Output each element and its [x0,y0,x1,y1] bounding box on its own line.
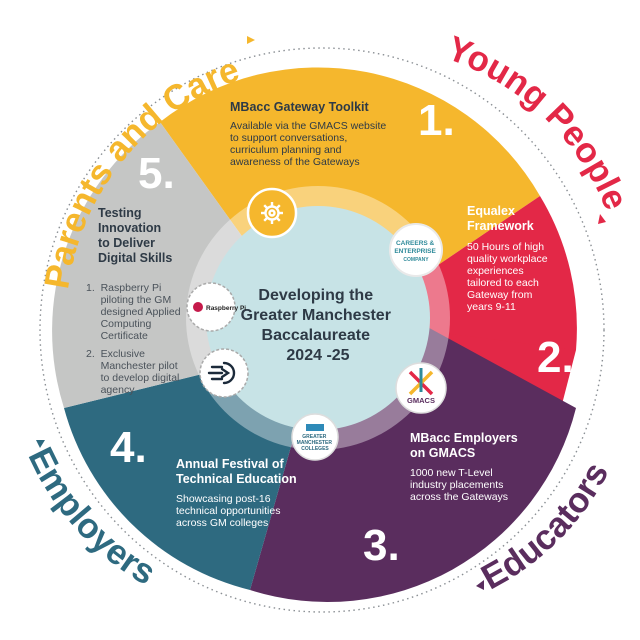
ring-marker-purple [476,580,484,590]
segment-red-title-line: Equalex [467,204,515,218]
segment-purple-title: MBacc Employers on GMACS [410,431,521,460]
segment-red-body-line: tailored to each [467,277,539,289]
segment-grey-body-line: to develop digital [86,372,179,384]
ring-marker-teal [36,440,45,448]
raspberry-pi-text: Raspberry Pi [206,305,246,312]
segment-grey-body-line: Certificate [86,330,148,342]
segment-teal-title-line: Annual Festival of [176,457,284,471]
careers-logo-text: CAREERS & ENTERPRISE COMPANY [394,240,437,263]
segment-purple-body-line: across the Gateways [410,491,508,503]
raspberry-icon [193,302,203,312]
gear-icon [261,202,283,224]
segment-grey-body-line: 2. Exclusive [86,348,145,360]
segment-purple-title-line: on GMACS [410,446,475,460]
segment-grey-body-line: Computing [86,318,152,330]
segment-red-body-line: quality workplace [467,253,548,265]
ring-marker-yellow [247,36,255,44]
colleges-logo-text: GREATER MANCHESTER COLLEGES [297,434,334,452]
center-title: Developing the Greater Manchester Baccal… [241,287,396,364]
careers-logo-line: ENTERPRISE [394,248,436,255]
segment-teal-title: Annual Festival of Technical Education [176,457,297,486]
segment-red-body-line: Gateway from [467,289,533,301]
segment-1-body-line: to support conversations, [230,132,347,144]
center-title-line-4: 2024 -25 [286,347,349,364]
gmacs-logo: GMACS [395,362,447,414]
segment-number-5: 5. [138,149,175,198]
segment-number-3: 3. [363,521,400,570]
segment-purple-body-line: industry placements [410,479,503,491]
outer-dotted-ring [39,47,605,613]
gm-colleges-logo: GREATER MANCHESTER COLLEGES [291,413,339,461]
segment-grey-body: 1. Raspberry Pi piloting the GM designed… [0,0,195,396]
segment-1-body: Available via the GMACS website to suppo… [230,120,389,168]
segment-red-body-line: experiences [467,265,524,277]
colleges-logo-line: GREATER [302,434,326,440]
center-disc [206,206,430,430]
gmacs-cross-icon [408,368,434,396]
segment-teal-title-line: Technical Education [176,472,297,486]
colleges-logo-line: MANCHESTER [297,440,333,446]
segment-grey-title-line: to Deliver [98,236,155,250]
colleges-mark-icon [306,424,324,431]
segment-grey-title-line: Testing [98,206,142,220]
digital-arrow-icon [207,361,236,385]
segment-grey-title: Testing Innovation to Deliver Digital Sk… [98,206,172,265]
careers-logo-line: CAREERS & [396,240,435,247]
center-title-line-3: Baccalaureate [262,327,371,344]
segment-teal-body-line: technical opportunities [176,505,280,517]
gear-badge [246,187,298,239]
colleges-logo-line: COLLEGES [301,446,329,452]
segment-number-2: 2. [537,333,574,382]
segment-1-body-line: Available via the GMACS website [230,120,386,132]
segment-teal-body-line: Showcasing post-16 [176,493,271,505]
segment-red-title: Equalex Framework [467,204,534,233]
segment-red-body: 50 Hours of high quality workplace exper… [467,241,550,313]
segment-grey-body-line: 1. Raspberry Pi [86,282,161,294]
center-title-line-2: Greater Manchester [241,307,391,324]
raspberry-pi-logo: Raspberry Pi [186,282,246,332]
segment-purple-title-line: MBacc Employers [410,431,518,445]
segment-1-body-line: awareness of the Gateways [230,156,360,168]
gmacs-logo-text: GMACS [407,396,435,405]
segment-grey-body-line: agency [86,384,135,396]
careers-logo-line: COMPANY [403,257,429,263]
segment-red-body-line: 50 Hours of high [467,241,544,253]
careers-enterprise-logo: CAREERS & ENTERPRISE COMPANY [389,223,443,277]
segment-grey-title-line: Innovation [98,221,161,235]
digital-arrow-badge [199,348,249,398]
segment-grey-body-line: designed Applied [86,306,181,318]
segment-grey-body-line: Manchester pilot [86,360,178,372]
segment-red-body-line: years 9-11 [467,301,516,313]
segment-grey-body-line: piloting the GM [86,294,171,306]
segment-purple-body-line: 1000 new T-Level [410,467,493,479]
ring-marker-red [598,214,606,224]
center-title-line-1: Developing the [258,287,373,304]
segment-number-1: 1. [418,96,455,145]
segment-teal-body-line: across GM colleges [176,517,268,529]
segment-number-4: 4. [110,423,147,472]
segment-1-title: MBacc Gateway Toolkit [230,100,370,114]
segment-yellow [160,67,540,346]
segment-grey-title-line: Digital Skills [98,251,172,265]
segment-teal-body: Showcasing post-16 technical opportuniti… [176,493,283,529]
segment-purple-body: 1000 new T-Level industry placements acr… [410,467,508,503]
segment-red-title-line: Framework [467,219,534,233]
segment-1-body-line: curriculum planning and [230,144,342,156]
